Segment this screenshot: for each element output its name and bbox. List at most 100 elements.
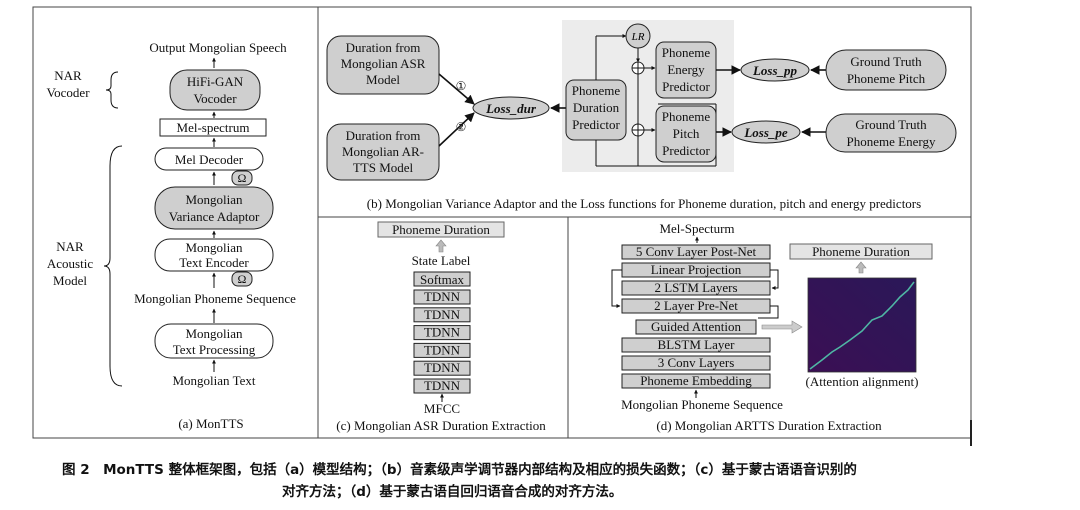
asr-duration-label-1: Duration from — [346, 40, 421, 55]
mfcc-label: MFCC — [424, 401, 460, 416]
text-processing-label-1: Mongolian — [185, 326, 243, 341]
gt-pitch-box — [825, 49, 947, 91]
energy-predictor-label-3: Predictor — [662, 79, 710, 94]
mel-decoder-box — [154, 147, 264, 171]
ar-duration-label-1: Duration from — [346, 128, 421, 143]
input-text-label: Mongolian Text — [173, 373, 256, 388]
loss-dur-label: Loss_dur — [485, 101, 537, 116]
conv-label: 3 Conv Layers — [658, 355, 735, 370]
phoneme-sequence-label: Mongolian Phoneme Sequence — [134, 291, 296, 306]
omega-label-lower: Ω — [238, 272, 247, 286]
tdnn-layer-label: TDNN — [424, 289, 461, 304]
panel-b-caption: (b) Mongolian Variance Adaptor and the L… — [367, 196, 921, 211]
alignment-caption: (Attention alignment) — [805, 374, 918, 389]
energy-predictor-label-1: Phoneme — [662, 45, 711, 60]
mel-spectrum-box — [159, 118, 267, 137]
panel-d-caption: (d) Mongolian ARTTS Duration Extraction — [656, 418, 882, 433]
tdnn-layer-label: TDNN — [424, 378, 461, 393]
panel-a: Output Mongolian Speech HiFi-GAN Vocoder… — [46, 40, 296, 431]
vocoder-group-label-1: NAR — [54, 68, 82, 83]
text-processing-box — [154, 323, 274, 359]
omega-label-upper: Ω — [238, 171, 247, 185]
loss-pe-node — [731, 120, 801, 144]
panel-c-caption: (c) Mongolian ASR Duration Extraction — [336, 418, 546, 433]
gt-energy-label-1: Ground Truth — [855, 117, 927, 132]
lstm-label: 2 LSTM Layers — [654, 280, 737, 295]
gt-energy-label-2: Phoneme Energy — [847, 134, 936, 149]
text-encoder-label-2: Text Encoder — [179, 255, 249, 270]
marker-1: ① — [456, 79, 467, 93]
hifigan-label-2: Vocoder — [193, 91, 237, 106]
mel-specturm-label: Mel-Specturm — [659, 221, 734, 236]
tdnn-layer-box — [413, 342, 471, 358]
embedding-label: Phoneme Embedding — [640, 373, 752, 388]
marker-2: ② — [456, 120, 467, 134]
vocoder-brace — [105, 71, 119, 109]
tdnn-layer-label: TDNN — [424, 342, 461, 357]
acoustic-brace — [103, 145, 123, 387]
asr-duration-label-2: Mongolian ASR — [341, 56, 426, 71]
ar-duration-label-3: TTS Model — [353, 160, 414, 175]
omega-block-lower — [231, 271, 253, 287]
pitch-predictor-label-3: Predictor — [662, 143, 710, 158]
softmax-box — [413, 271, 471, 287]
acoustic-group-label-3: Model — [53, 273, 87, 288]
conv-box — [621, 355, 771, 371]
variance-adaptor-label-2: Variance Adaptor — [169, 209, 260, 224]
blstm-label: BLSTM Layer — [658, 337, 736, 352]
asr-output-box — [377, 221, 505, 238]
pitch-predictor-box — [655, 105, 717, 163]
tdnn-layer-box — [413, 325, 471, 341]
softmax-label: Softmax — [420, 272, 465, 287]
ar-duration-label-2: Mongolian AR- — [342, 144, 424, 159]
lstm-box — [621, 280, 771, 296]
postnet-label: 5 Conv Layer Post-Net — [636, 244, 757, 259]
loss-pe-label: Loss_pe — [743, 125, 788, 140]
duration-predictor-label-1: Phoneme — [572, 83, 621, 98]
tdnn-layer-box — [413, 307, 471, 323]
energy-predictor-label-2: Energy — [667, 62, 705, 77]
hifigan-vocoder-box — [169, 69, 261, 111]
prenet-label: 2 Layer Pre-Net — [654, 298, 738, 313]
text-processing-label-2: Text Processing — [173, 342, 256, 357]
asr-output-label: Phoneme Duration — [392, 222, 490, 237]
ar-duration-box — [326, 123, 440, 181]
loss-dur-node — [472, 96, 550, 120]
guided-attention-box — [635, 319, 757, 335]
pitch-predictor-label-2: Pitch — [673, 126, 700, 141]
postnet-box — [621, 244, 771, 260]
output-speech-label: Output Mongolian Speech — [149, 40, 287, 55]
mel-spectrum-label: Mel-spectrum — [177, 120, 250, 135]
panel-d: Mel-Specturm 5 Conv Layer Post-Net Linea… — [611, 221, 933, 433]
duration-predictor-label-3: Predictor — [572, 117, 620, 132]
tdnn-layer-box — [413, 378, 471, 394]
variance-adaptor-label-1: Mongolian — [185, 192, 243, 207]
text-encoder-box — [154, 238, 274, 272]
asr-duration-label-3: Model — [366, 72, 400, 87]
vocoder-group-label-2: Vocoder — [46, 85, 90, 100]
acoustic-group-label-2: Acoustic — [47, 256, 93, 271]
pitch-predictor-label-1: Phoneme — [662, 109, 711, 124]
tdnn-layer-label: TDNN — [424, 325, 461, 340]
mel-decoder-label: Mel Decoder — [175, 152, 244, 167]
embedding-box — [621, 373, 771, 389]
state-label: State Label — [412, 253, 471, 268]
alignment-arrow — [761, 320, 803, 334]
loss-pp-label: Loss_pp — [752, 63, 798, 78]
gt-pitch-label-2: Phoneme Pitch — [847, 71, 926, 86]
panel-c: Phoneme Duration State Label Softmax TDN… — [336, 221, 546, 433]
alignment-path — [809, 281, 915, 370]
ar-up-arrow — [855, 261, 867, 274]
loss-pp-node — [740, 58, 810, 82]
panel-a-caption: (a) MonTTS — [178, 416, 243, 431]
figure-frame — [32, 6, 972, 439]
phoneme-sequence-input: Mongolian Phoneme Sequence — [621, 397, 783, 412]
gt-pitch-label-1: Ground Truth — [850, 54, 922, 69]
tdnn-layer-label: TDNN — [424, 360, 461, 375]
panel-b: Duration from Mongolian ASR Model Durati… — [326, 20, 957, 211]
tdnn-layer-label: TDNN — [424, 307, 461, 322]
asr-up-arrow — [435, 239, 447, 253]
gt-energy-box — [825, 113, 957, 153]
variance-adaptor-box — [154, 186, 274, 230]
